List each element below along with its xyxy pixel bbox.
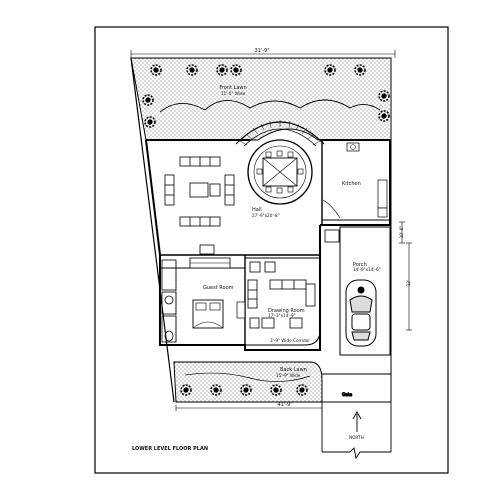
hall-label: Hall <box>252 207 262 213</box>
corridor-label: 3'-9" Wide Corridor <box>270 338 310 343</box>
gate-area: Gate <box>321 373 392 460</box>
circular-stair <box>235 120 325 205</box>
bottom-dimension: 41'-9" <box>175 402 323 411</box>
car-icon <box>345 279 377 347</box>
guest-room: Guest Room <box>159 244 246 346</box>
drawing-room-label: Drawing Room <box>268 308 305 314</box>
top-dimension: 31'-9" <box>130 48 396 58</box>
front-lawn-label: Front Lawn <box>219 85 246 91</box>
front-lawn-size: 11'-0" Wide <box>221 91 246 96</box>
bottom-dimension-label: 41'-9" <box>277 402 292 408</box>
drawing-room-size: 17'-3"x14'-9" <box>268 313 296 318</box>
back-lawn-size: 15'-9" Wide <box>276 373 301 378</box>
gate-label: Gate <box>342 392 352 397</box>
right-upper-dimension: 10'-0" <box>399 226 404 239</box>
bath-area <box>161 259 177 343</box>
top-dimension-label: 31'-9" <box>254 48 269 54</box>
porch-label: Porch <box>353 262 367 268</box>
kitchen: Kitchen <box>321 139 391 221</box>
plan-title: LOWER LEVEL FLOOR PLAN <box>132 446 208 452</box>
sheet-border <box>94 26 449 474</box>
drawing-room: Drawing Room 17'-3"x14'-9" <box>244 257 321 346</box>
back-lawn-label: Back Lawn <box>280 367 307 373</box>
front-lawn: Front Lawn 11'-0" Wide <box>130 57 392 141</box>
hall-furniture <box>164 156 235 227</box>
guest-room-label: Guest Room <box>203 285 234 291</box>
right-lower-dimension: 12' <box>406 280 411 286</box>
north-arrow-icon: NORTH <box>349 411 364 440</box>
right-dimensions <box>399 221 412 331</box>
north-label: NORTH <box>349 435 364 440</box>
porch-size: 14'-9"x14'-6" <box>353 267 381 272</box>
porch: Porch 14'-9"x14'-6" <box>324 226 391 356</box>
back-lawn: Back Lawn 15'-9" Wide <box>173 361 323 403</box>
hall-size: 27'-9"x20'-8" <box>252 213 280 218</box>
kitchen-label: Kitchen <box>342 181 361 187</box>
